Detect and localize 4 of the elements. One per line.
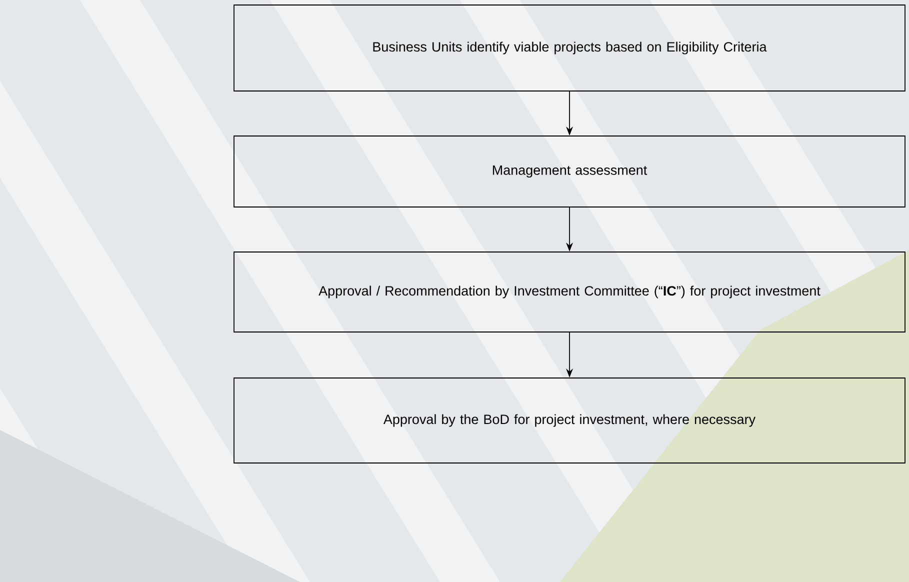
process-box: Approval / Recommendation by Investment Committee (“IC”) for project investment <box>234 252 906 332</box>
process-box: Business Units identify viable projects based on Eligibility Criteria <box>234 4 906 92</box>
process-box: Management assessment <box>234 136 906 208</box>
process-box: Approval by the BoD for project investment, where necessary <box>234 378 906 464</box>
